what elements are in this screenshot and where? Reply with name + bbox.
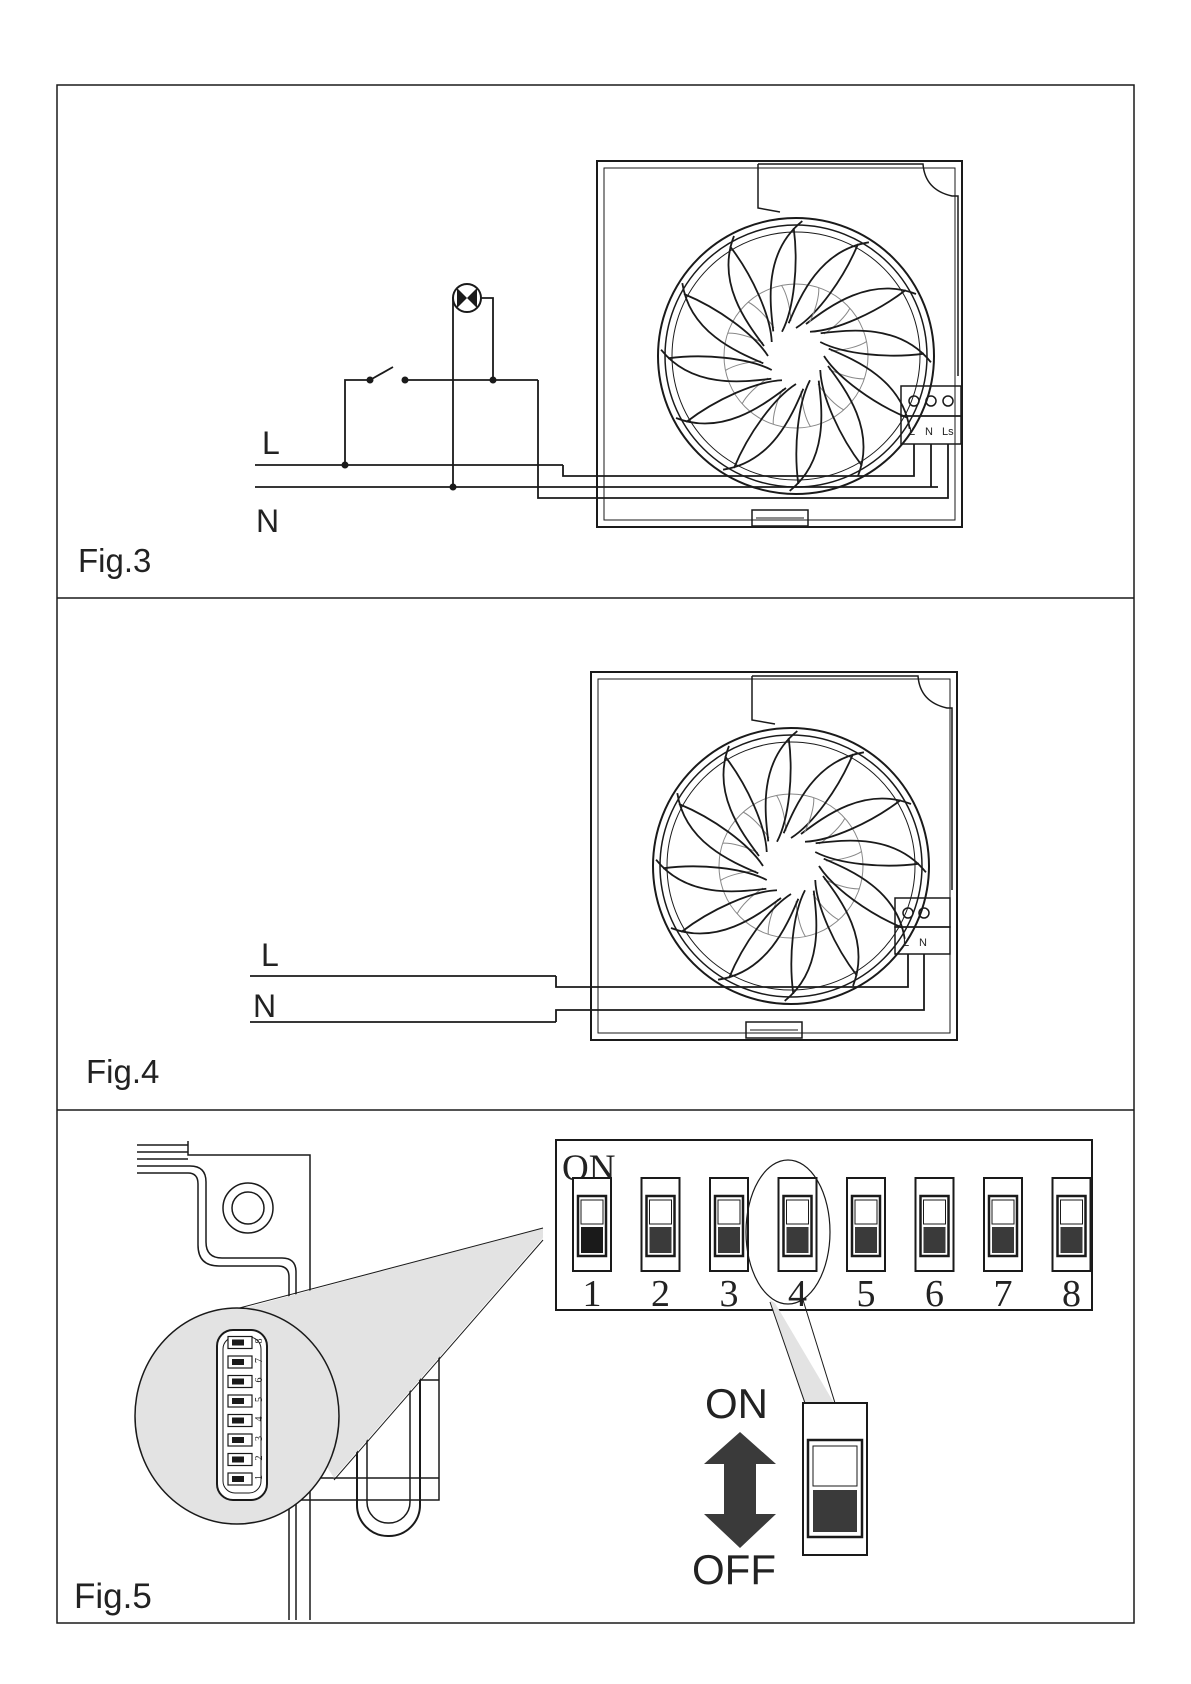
svg-text:7: 7 <box>254 1358 265 1363</box>
svg-text:1: 1 <box>254 1475 265 1480</box>
figure-3: L N Ls L N <box>78 161 962 579</box>
terminal-label: N <box>925 426 933 438</box>
terminal-label: Ls <box>942 426 954 438</box>
line-label-n: N <box>253 988 276 1024</box>
dip-number: 7 <box>994 1273 1013 1315</box>
fan-housing <box>591 672 957 1040</box>
lamp-icon <box>453 284 481 312</box>
dip-number: 4 <box>788 1273 807 1315</box>
dip-number: 8 <box>1062 1273 1081 1315</box>
terminal-label: N <box>919 937 927 949</box>
terminal-label: L <box>909 426 915 438</box>
double-arrow-icon <box>704 1432 776 1548</box>
wiring <box>250 954 924 1022</box>
dip-number: 6 <box>925 1273 944 1315</box>
dip-number: 5 <box>857 1273 876 1315</box>
svg-text:4: 4 <box>254 1417 265 1422</box>
magnifier-circle: 1 2 3 4 5 6 7 8 <box>135 1308 339 1524</box>
figure-caption: Fig.3 <box>78 542 151 579</box>
line-label-n: N <box>256 503 279 539</box>
switch-icon <box>367 377 374 384</box>
fan-housing <box>597 161 962 527</box>
detail-on-label: ON <box>705 1380 768 1427</box>
figure-caption: Fig.5 <box>74 1577 152 1616</box>
svg-text:8: 8 <box>254 1339 265 1344</box>
line-label-l: L <box>262 425 280 461</box>
svg-text:6: 6 <box>254 1378 265 1383</box>
switch-detail <box>803 1403 867 1555</box>
dip-number: 3 <box>720 1273 739 1315</box>
fan-icon <box>636 196 956 516</box>
terminal-block: L N Ls <box>901 386 961 444</box>
svg-text:2: 2 <box>254 1456 265 1461</box>
terminal-label: L <box>903 937 909 949</box>
figure-4: L N L N Fig.4 <box>86 672 957 1090</box>
detail-off-label: OFF <box>692 1546 776 1593</box>
svg-text:5: 5 <box>254 1397 265 1402</box>
dip-number: 2 <box>651 1273 670 1315</box>
svg-text:3: 3 <box>254 1436 265 1441</box>
dip-number: 1 <box>583 1273 602 1315</box>
fan-icon <box>631 706 951 1026</box>
figure-caption: Fig.4 <box>86 1053 159 1090</box>
wiring <box>255 298 948 498</box>
line-label-l: L <box>261 937 279 973</box>
